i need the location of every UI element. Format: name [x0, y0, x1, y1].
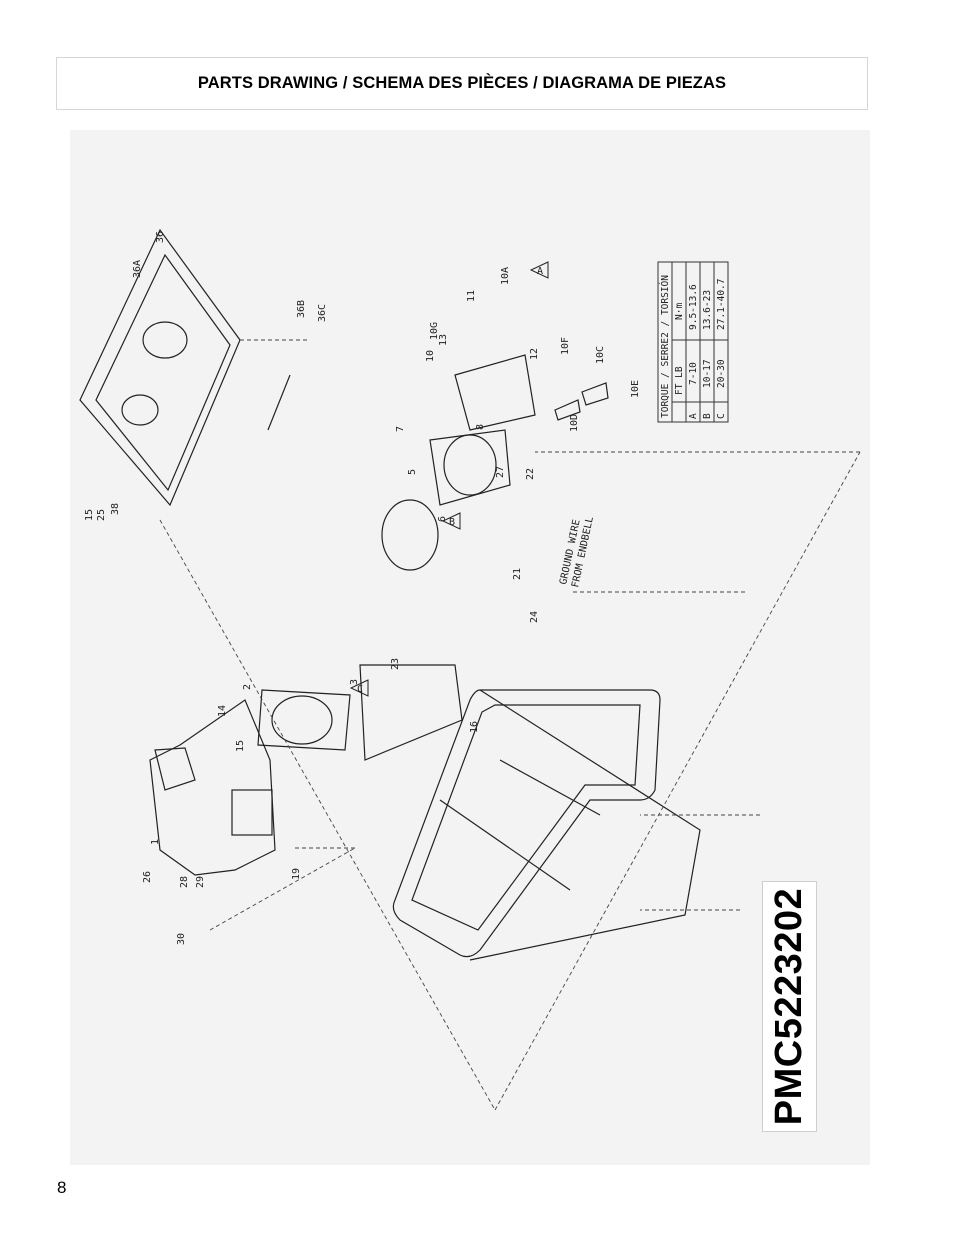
part-label: 3 — [349, 679, 360, 685]
engine — [149, 699, 276, 876]
callout-label: A — [537, 266, 543, 277]
part-label: 28 — [179, 876, 190, 888]
part-label: 13 — [438, 334, 449, 346]
part-label: 12 — [529, 348, 540, 360]
fan-housing — [257, 689, 351, 751]
torque-callouts: A B C — [349, 261, 549, 697]
callout-triangle — [441, 512, 461, 530]
part-label: 22 — [525, 468, 536, 480]
part-label: 21 — [512, 568, 523, 580]
part-label: 7 — [395, 426, 406, 432]
cover-opening — [121, 394, 159, 426]
torque-table-header: FT LB — [674, 366, 685, 395]
part-label: 15 — [84, 509, 95, 521]
torque-table-header: N·m — [674, 303, 685, 320]
part-label: 10E — [630, 380, 641, 398]
part-label: 36B — [296, 300, 307, 318]
frame-inner — [411, 704, 641, 931]
torque-table-cell: 7-10 — [688, 362, 699, 385]
part-label: 24 — [529, 611, 540, 623]
model-number-box: PMC5223202 — [762, 881, 817, 1132]
assembly-guide-lines — [159, 339, 861, 1111]
torque-table-cell: 10-17 — [702, 359, 713, 388]
frame-outer — [392, 689, 661, 958]
part-label: 5 — [407, 469, 418, 475]
part-label: 19 — [291, 868, 302, 880]
plate — [581, 382, 609, 406]
end-bell — [454, 354, 536, 431]
part-label: 10D — [569, 414, 580, 432]
part-label: 36C — [317, 304, 328, 322]
parts-drawing-area — [70, 130, 870, 1165]
part-label: 14 — [217, 705, 228, 717]
part-label: 10G — [429, 322, 440, 340]
part-label: 1 — [150, 839, 161, 845]
bracket — [554, 399, 581, 421]
engine-head — [154, 747, 196, 791]
torque-table-mark: A — [688, 413, 699, 419]
callout-label: B — [449, 517, 455, 528]
torque-table-cell: 9.5-13.6 — [688, 284, 699, 330]
rotor — [381, 499, 439, 571]
callout-label: C — [357, 684, 363, 695]
torque-table-mark: C — [716, 413, 727, 419]
torque-table-title: TORQUE / SERRE2 / TORSIÓN — [659, 275, 671, 418]
rod — [267, 374, 291, 431]
model-number: PMC5223202 — [768, 887, 811, 1126]
part-label: 23 — [390, 658, 401, 670]
torque-table-cell: 20-30 — [716, 359, 727, 388]
header-box: PARTS DRAWING / SCHEMA DES PIÈCES / DIAG… — [56, 57, 868, 110]
fan — [271, 695, 333, 745]
torque-table-mark: B — [702, 413, 713, 419]
part-label: 27 — [495, 466, 506, 478]
frame-rail — [469, 689, 701, 961]
cover-panel-inner — [95, 253, 231, 492]
torque-table-cell: 27.1-40.7 — [716, 279, 727, 330]
part-label: 10 — [425, 350, 436, 362]
fuel-cap-opening — [142, 321, 188, 359]
part-label: 30 — [176, 933, 187, 945]
part-label: 25 — [96, 509, 107, 521]
page-title: PARTS DRAWING / SCHEMA DES PIÈCES / DIAG… — [197, 74, 727, 92]
part-label: 8 — [475, 424, 486, 430]
engine-mount — [231, 789, 273, 836]
part-label: 26 — [142, 871, 153, 883]
part-label: 38 — [110, 503, 121, 515]
torque-table-cell: 13.6-23 — [702, 290, 713, 330]
part-label: 29 — [195, 876, 206, 888]
part-labels: 36 36A 36B 36C 15 25 38 1 2 3 5 6 7 8 10… — [84, 231, 641, 945]
stator-bore — [443, 434, 497, 496]
part-label: 2 — [242, 684, 253, 690]
part-label: 11 — [466, 290, 477, 302]
callout-triangle — [529, 261, 549, 279]
part-label: 10C — [595, 346, 606, 364]
page-number: 8 — [57, 1178, 67, 1197]
part-label: 36A — [132, 260, 143, 278]
stator — [429, 429, 511, 506]
frame-crossbar-lower — [439, 799, 571, 891]
part-label: 10A — [500, 267, 511, 285]
part-label: 10F — [560, 337, 571, 355]
part-label: 15 — [235, 740, 246, 752]
frame-crossbar — [499, 759, 601, 816]
part-label: 16 — [469, 721, 480, 733]
part-label: 6 — [437, 516, 448, 522]
part-label: 36 — [155, 231, 166, 243]
callout-triangle — [349, 679, 369, 697]
